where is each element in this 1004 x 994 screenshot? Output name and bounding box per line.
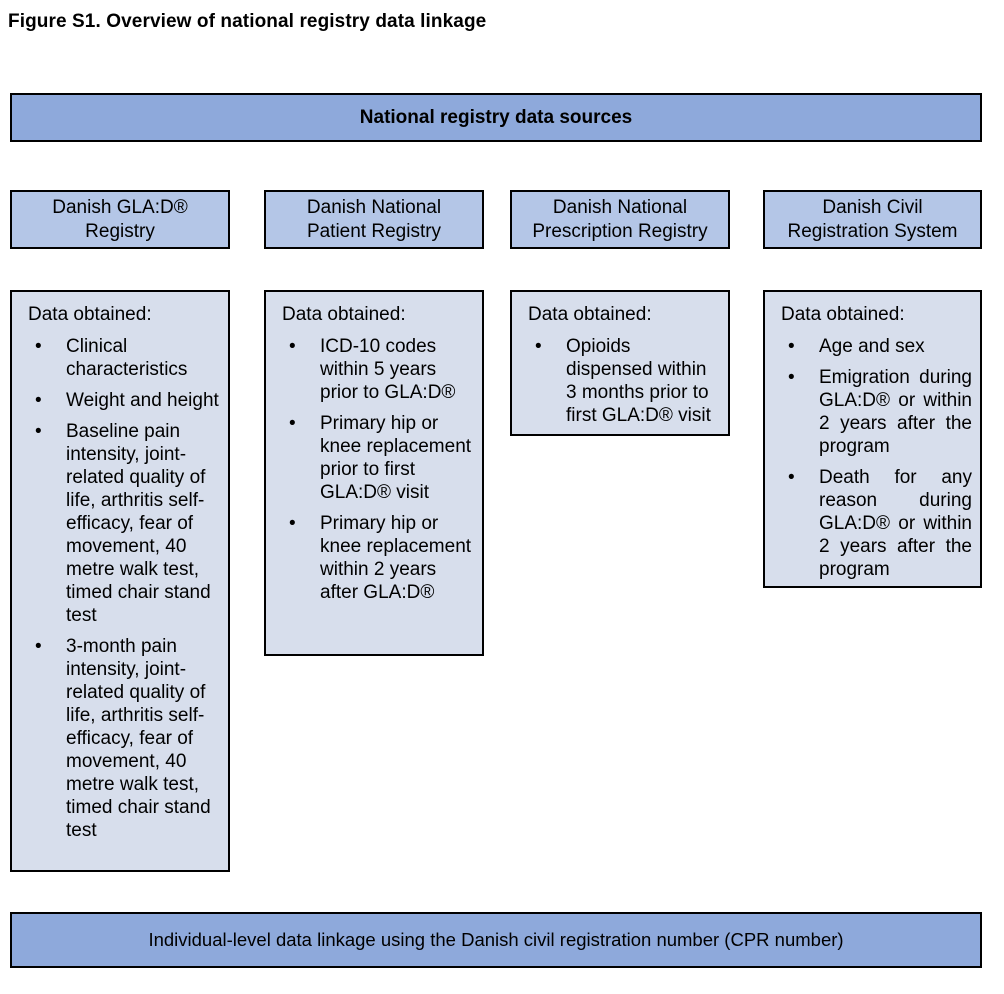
- registry-box-patient-label: Danish National Patient Registry: [306, 196, 442, 242]
- data-obtained-heading: Data obtained:: [528, 304, 652, 325]
- bullet-icon: •: [788, 367, 795, 388]
- data-obtained-heading: Data obtained:: [28, 304, 152, 325]
- registry-box-civil: Danish Civil Registration System: [763, 190, 982, 249]
- cpr-linkage-label: Individual-level data linkage using the …: [148, 929, 844, 950]
- bullet-item: • Baseline pain intensity, joint-related …: [28, 420, 220, 627]
- bullet-item: • Emigration during GLA:D® or within 2 ye…: [781, 366, 972, 458]
- bullet-icon: •: [289, 413, 296, 434]
- data-bullet-list: • Clinical characteristics • Weight and hei…: [28, 335, 220, 842]
- bullet-icon: •: [35, 421, 42, 442]
- registry-box-glad: Danish GLA:D® Registry: [10, 190, 230, 249]
- registry-box-prescription: Danish National Prescription Registry: [510, 190, 730, 249]
- bullet-item: • Death for any reason during GLA:D® or w…: [781, 466, 972, 581]
- registry-box-glad-label: Danish GLA:D® Registry: [52, 196, 188, 242]
- bullet-icon: •: [535, 336, 542, 357]
- bullet-icon: •: [35, 390, 42, 411]
- data-box-civil: Data obtained: • Age and sex • Emigration d…: [763, 290, 982, 588]
- data-obtained-heading: Data obtained:: [781, 304, 905, 325]
- bullet-item: • Opioids dispensed within 3 months prior…: [528, 335, 720, 427]
- registry-box-patient: Danish National Patient Registry: [264, 190, 484, 249]
- bullet-icon: •: [289, 336, 296, 357]
- bullet-text: Death for any reason during GLA:D® or wi…: [819, 467, 972, 580]
- data-bullet-list: • Age and sex • Emigration during GLA:D® or…: [781, 335, 972, 581]
- data-bullet-list: • ICD-10 codes within 5 years prior to GL…: [282, 335, 474, 604]
- bullet-item: • Age and sex: [781, 335, 972, 358]
- data-obtained-heading: Data obtained:: [282, 304, 406, 325]
- bullet-text: Baseline pain intensity, joint-related q…: [66, 421, 211, 626]
- bullet-item: • 3-month pain intensity, joint-related q…: [28, 635, 220, 842]
- bullet-text: Weight and height: [66, 390, 219, 411]
- bullet-text: Primary hip or knee replacement prior to…: [320, 413, 472, 503]
- data-box-prescription: Data obtained: • Opioids dispensed within…: [510, 290, 730, 436]
- bullet-icon: •: [35, 336, 42, 357]
- registry-box-prescription-label: Danish National Prescription Registry: [532, 196, 708, 242]
- bullet-icon: •: [788, 467, 795, 488]
- data-box-glad: Data obtained: • Clinical characteristics…: [10, 290, 230, 872]
- bullet-item: • Weight and height: [28, 389, 220, 412]
- data-box-patient: Data obtained: • ICD-10 codes within 5 ye…: [264, 290, 484, 656]
- figure-title: Figure S1. Overview of national registry…: [8, 11, 487, 32]
- bullet-text: Clinical characteristics: [66, 336, 188, 380]
- bullet-icon: •: [788, 336, 795, 357]
- data-bullet-list: • Opioids dispensed within 3 months prior…: [528, 335, 720, 427]
- cpr-linkage-bar: Individual-level data linkage using the …: [10, 912, 982, 968]
- bullet-text: Emigration during GLA:D® or within 2 yea…: [819, 367, 972, 457]
- bullet-item: • ICD-10 codes within 5 years prior to GL…: [282, 335, 474, 404]
- bullet-text: 3-month pain intensity, joint-related qu…: [66, 636, 211, 841]
- bullet-item: • Primary hip or knee replacement within …: [282, 512, 474, 604]
- bullet-item: • Clinical characteristics: [28, 335, 220, 381]
- bullet-text: Age and sex: [819, 336, 925, 357]
- bullet-icon: •: [289, 513, 296, 534]
- bullet-text: Opioids dispensed within 3 months prior …: [566, 336, 711, 426]
- registry-box-civil-label: Danish Civil Registration System: [787, 196, 958, 242]
- bullet-icon: •: [35, 636, 42, 657]
- bullet-item: • Primary hip or knee replacement prior t…: [282, 412, 474, 504]
- national-registry-sources-label: National registry data sources: [359, 106, 633, 128]
- national-registry-sources-bar: National registry data sources: [10, 93, 982, 142]
- bullet-text: Primary hip or knee replacement within 2…: [320, 513, 472, 603]
- bullet-text: ICD-10 codes within 5 years prior to GLA…: [320, 336, 456, 403]
